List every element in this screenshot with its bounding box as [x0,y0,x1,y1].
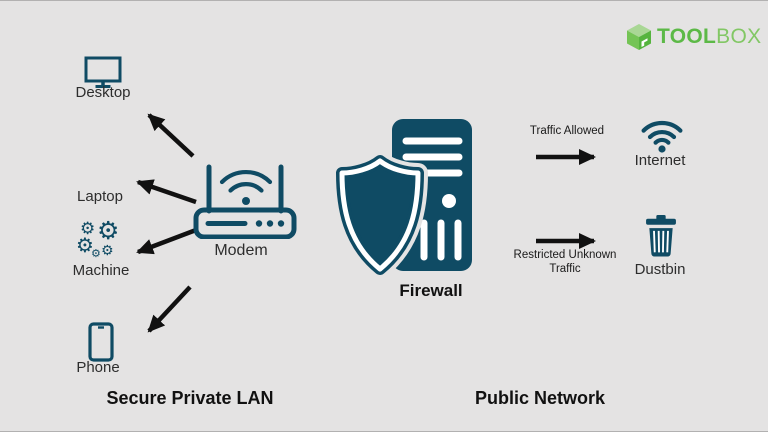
router-icon [193,164,297,239]
gears-icon: ⚙ ⚙ ⚙ ⚙ ⚙ [76,218,128,263]
flow-label-restricted-traffic: Restricted Unknown Traffic [513,249,617,275]
device-label-phone: Phone [76,359,120,376]
gear-glyph: ⚙ [80,219,96,239]
public-section-title: Public Network [474,388,606,408]
wifi-icon [641,120,683,153]
smartphone-icon [88,322,114,362]
internet-label: Internet [634,152,686,169]
firewall-label: Firewall [399,281,463,300]
shield-server-icon [332,119,472,279]
lan-section-title: Secure Private LAN [106,388,274,408]
arrow-modem-to-laptop [136,179,197,205]
device-label-machine: Machine [72,262,130,279]
gear-glyph: ⚙ [97,216,120,245]
dustbin-label: Dustbin [634,261,686,278]
gear-glyph: ⚙ [91,247,101,260]
toolbox-logo: TOOLBOX [626,23,761,51]
arrow-modem-to-machine [136,227,197,255]
cube-icon [627,24,651,50]
logo-word-light: BOX [716,25,762,48]
trash-icon [646,215,676,257]
arrow-modem-to-phone [147,285,192,333]
device-label-desktop: Desktop [75,84,131,101]
logo-word-bold: TOOL [657,25,717,48]
modem-label: Modem [214,242,268,259]
flow-label-traffic-allowed: Traffic Allowed [529,125,605,137]
gear-glyph: ⚙ [101,243,114,259]
gear-glyph: ⚙ [76,233,94,257]
device-label-laptop: Laptop [77,188,123,205]
arrow-modem-to-desktop [147,113,195,158]
monitor-icon [84,56,122,88]
logo-wordmark: TOOLBOX [657,25,761,49]
